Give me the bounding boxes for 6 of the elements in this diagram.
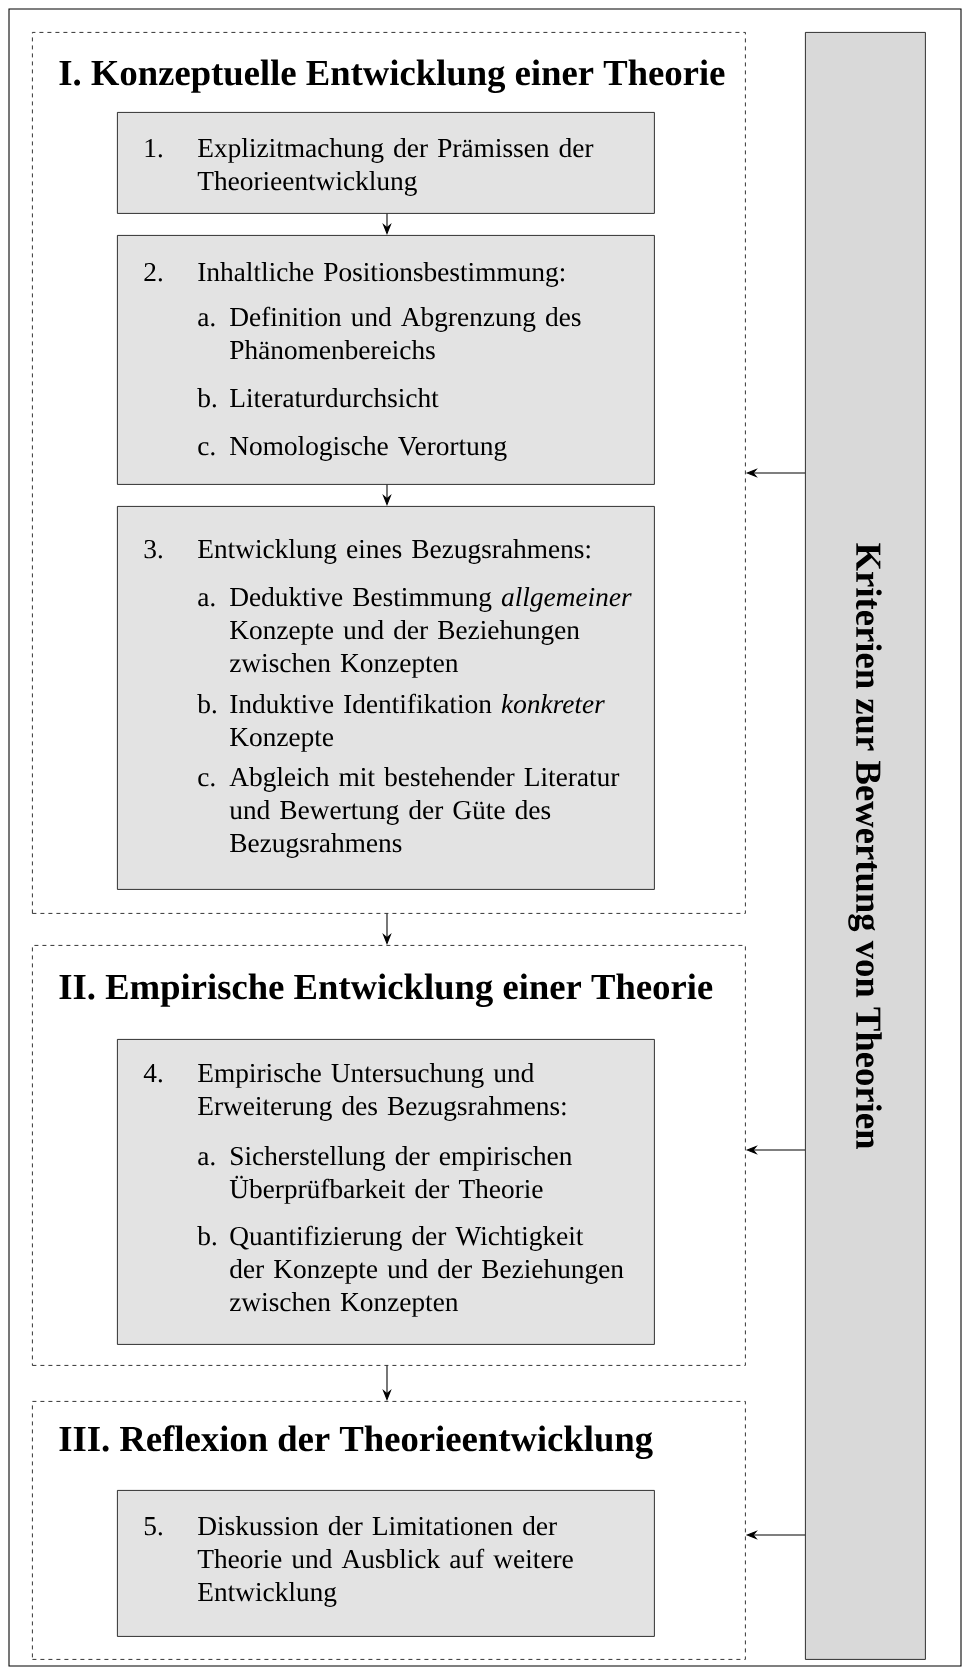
process-box: 1. Explizitmachung der Prämissen der Theorieentwicklung bbox=[117, 112, 655, 214]
side-bar: Kriterien zur Bewertung von Theorien bbox=[805, 32, 926, 1660]
process-box: 5. Diskussion der Limitationen der Theorie und Ausblick auf weitere Entwicklung bbox=[117, 1490, 655, 1637]
process-box: 3. Entwicklung eines Bezugsrahmens: a. Deduktive Bestimmung allgemeiner Konzepte und der Beziehungen zwischen Konzepten b. Induktive Identifikation konkreter Konzepte c. Abgleich mit bestehender Literatur und Bewertung der Güte des Bezugsrahmens bbox=[117, 506, 655, 890]
process-box: 4. Empirische Untersuchung und Erweiterung des Bezugsrahmens: a. Sicherstellung der empirischen Überprüfbarkeit der Theorie b. Quantifizierung der Wichtigkeit der Konzepte und der Beziehungen zwischen Konzepten bbox=[117, 1039, 655, 1345]
process-box: 2. Inhaltliche Positionsbestimmung: a. Definition und Abgrenzung des Phänomenbereichs b. Literaturdurchsicht c. Nomologische Verortung bbox=[117, 235, 655, 485]
